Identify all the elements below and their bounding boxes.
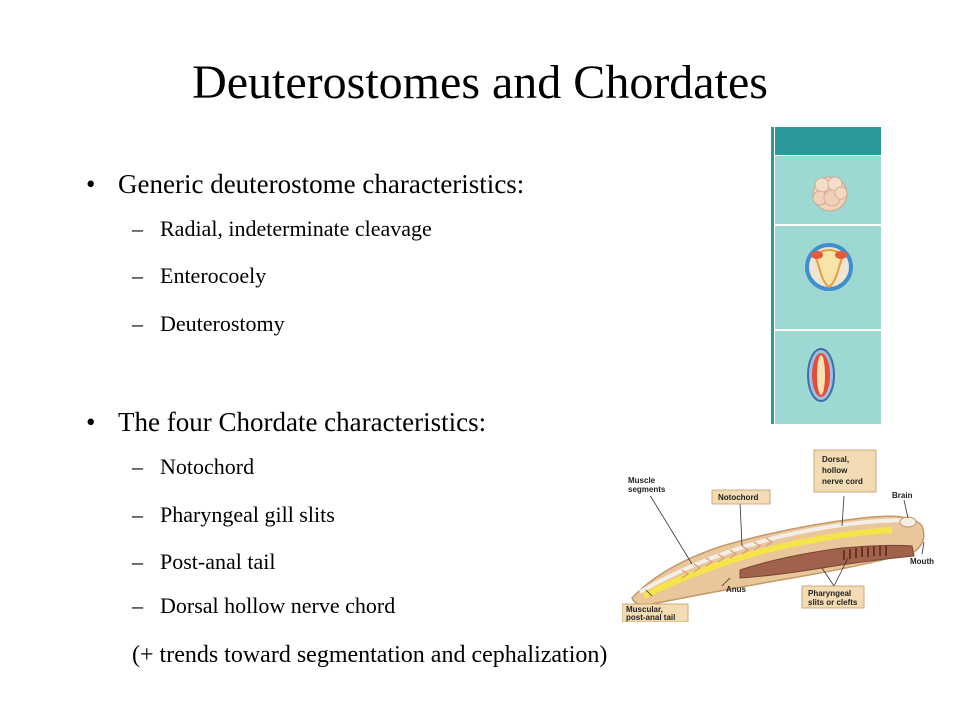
subitem-deuterostomy: – Deuterostomy bbox=[132, 310, 285, 338]
label-notochord: Notochord bbox=[711, 489, 771, 505]
svg-text:nerve cord: nerve cord bbox=[822, 477, 863, 486]
bullet-dot: • bbox=[86, 407, 96, 437]
dash: – bbox=[132, 502, 143, 527]
subitem-enterocoely: – Enterocoely bbox=[132, 262, 267, 290]
footnote: (+ trends toward segmentation and cephal… bbox=[132, 642, 608, 668]
subitem-text: Radial, indeterminate cleavage bbox=[160, 216, 432, 241]
deuterostomy-embryo-icon bbox=[807, 348, 835, 402]
bullet-text: The four Chordate characteristics: bbox=[118, 407, 487, 437]
embryo-development-figure bbox=[771, 127, 881, 424]
subitem-radial-cleavage: – Radial, indeterminate cleavage bbox=[132, 215, 432, 243]
dash: – bbox=[132, 549, 143, 574]
label-mouth: Mouth bbox=[910, 557, 934, 566]
svg-text:Muscular,: Muscular, bbox=[626, 605, 663, 614]
chordate-anatomy-figure: Muscle segments Notochord Dorsal, hollow… bbox=[622, 446, 940, 622]
subitem-text: Post-anal tail bbox=[160, 549, 276, 574]
bullet-chordate-characteristics: • The four Chordate characteristics: bbox=[86, 406, 487, 438]
svg-text:Mouth: Mouth bbox=[910, 557, 934, 566]
dash: – bbox=[132, 593, 143, 618]
svg-text:post-anal tail: post-anal tail bbox=[626, 613, 675, 622]
svg-text:Dorsal,: Dorsal, bbox=[822, 455, 849, 464]
slide-title: Deuterostomes and Chordates bbox=[192, 56, 768, 109]
bullet-deuterostome-characteristics: • Generic deuterostome characteristics: bbox=[86, 168, 525, 200]
label-pharyngeal-slits: Pharyngeal slits or clefts bbox=[801, 585, 865, 609]
subitem-text: Deuterostomy bbox=[160, 311, 285, 336]
bullet-dot: • bbox=[86, 169, 96, 199]
label-dorsal-nerve-cord: Dorsal, hollow nerve cord bbox=[813, 449, 877, 493]
label-brain: Brain bbox=[892, 491, 913, 500]
subitem-pharyngeal-gill-slits: – Pharyngeal gill slits bbox=[132, 501, 335, 529]
subitem-text: Pharyngeal gill slits bbox=[160, 502, 335, 527]
bullet-text: Generic deuterostome characteristics: bbox=[118, 169, 525, 199]
subitem-text: Notochord bbox=[160, 454, 255, 479]
dash: – bbox=[132, 216, 143, 241]
svg-text:hollow: hollow bbox=[822, 466, 848, 475]
label-post-anal-tail: Muscular, post-anal tail bbox=[622, 603, 689, 622]
dash: – bbox=[132, 263, 143, 288]
dash: – bbox=[132, 454, 143, 479]
subitem-dorsal-nerve-chord: – Dorsal hollow nerve chord bbox=[132, 592, 396, 620]
dash: – bbox=[132, 311, 143, 336]
label-anus: Anus bbox=[726, 585, 747, 594]
enterocoely-embryo-icon bbox=[805, 243, 853, 291]
label-muscle-segments: Muscle segments bbox=[622, 474, 674, 496]
subitem-text: Enterocoely bbox=[160, 263, 267, 288]
svg-text:Anus: Anus bbox=[726, 585, 747, 594]
svg-text:Notochord: Notochord bbox=[718, 493, 759, 502]
subitem-post-anal-tail: – Post-anal tail bbox=[132, 548, 276, 576]
subitem-notochord: – Notochord bbox=[132, 453, 255, 481]
svg-text:segments: segments bbox=[628, 485, 666, 494]
cleavage-embryo-icon bbox=[812, 176, 848, 212]
svg-text:slits or clefts: slits or clefts bbox=[808, 598, 858, 607]
subitem-text: Dorsal hollow nerve chord bbox=[160, 593, 396, 618]
svg-text:Pharyngeal: Pharyngeal bbox=[808, 589, 851, 598]
svg-text:Brain: Brain bbox=[892, 491, 913, 500]
svg-text:Muscle: Muscle bbox=[628, 476, 656, 485]
